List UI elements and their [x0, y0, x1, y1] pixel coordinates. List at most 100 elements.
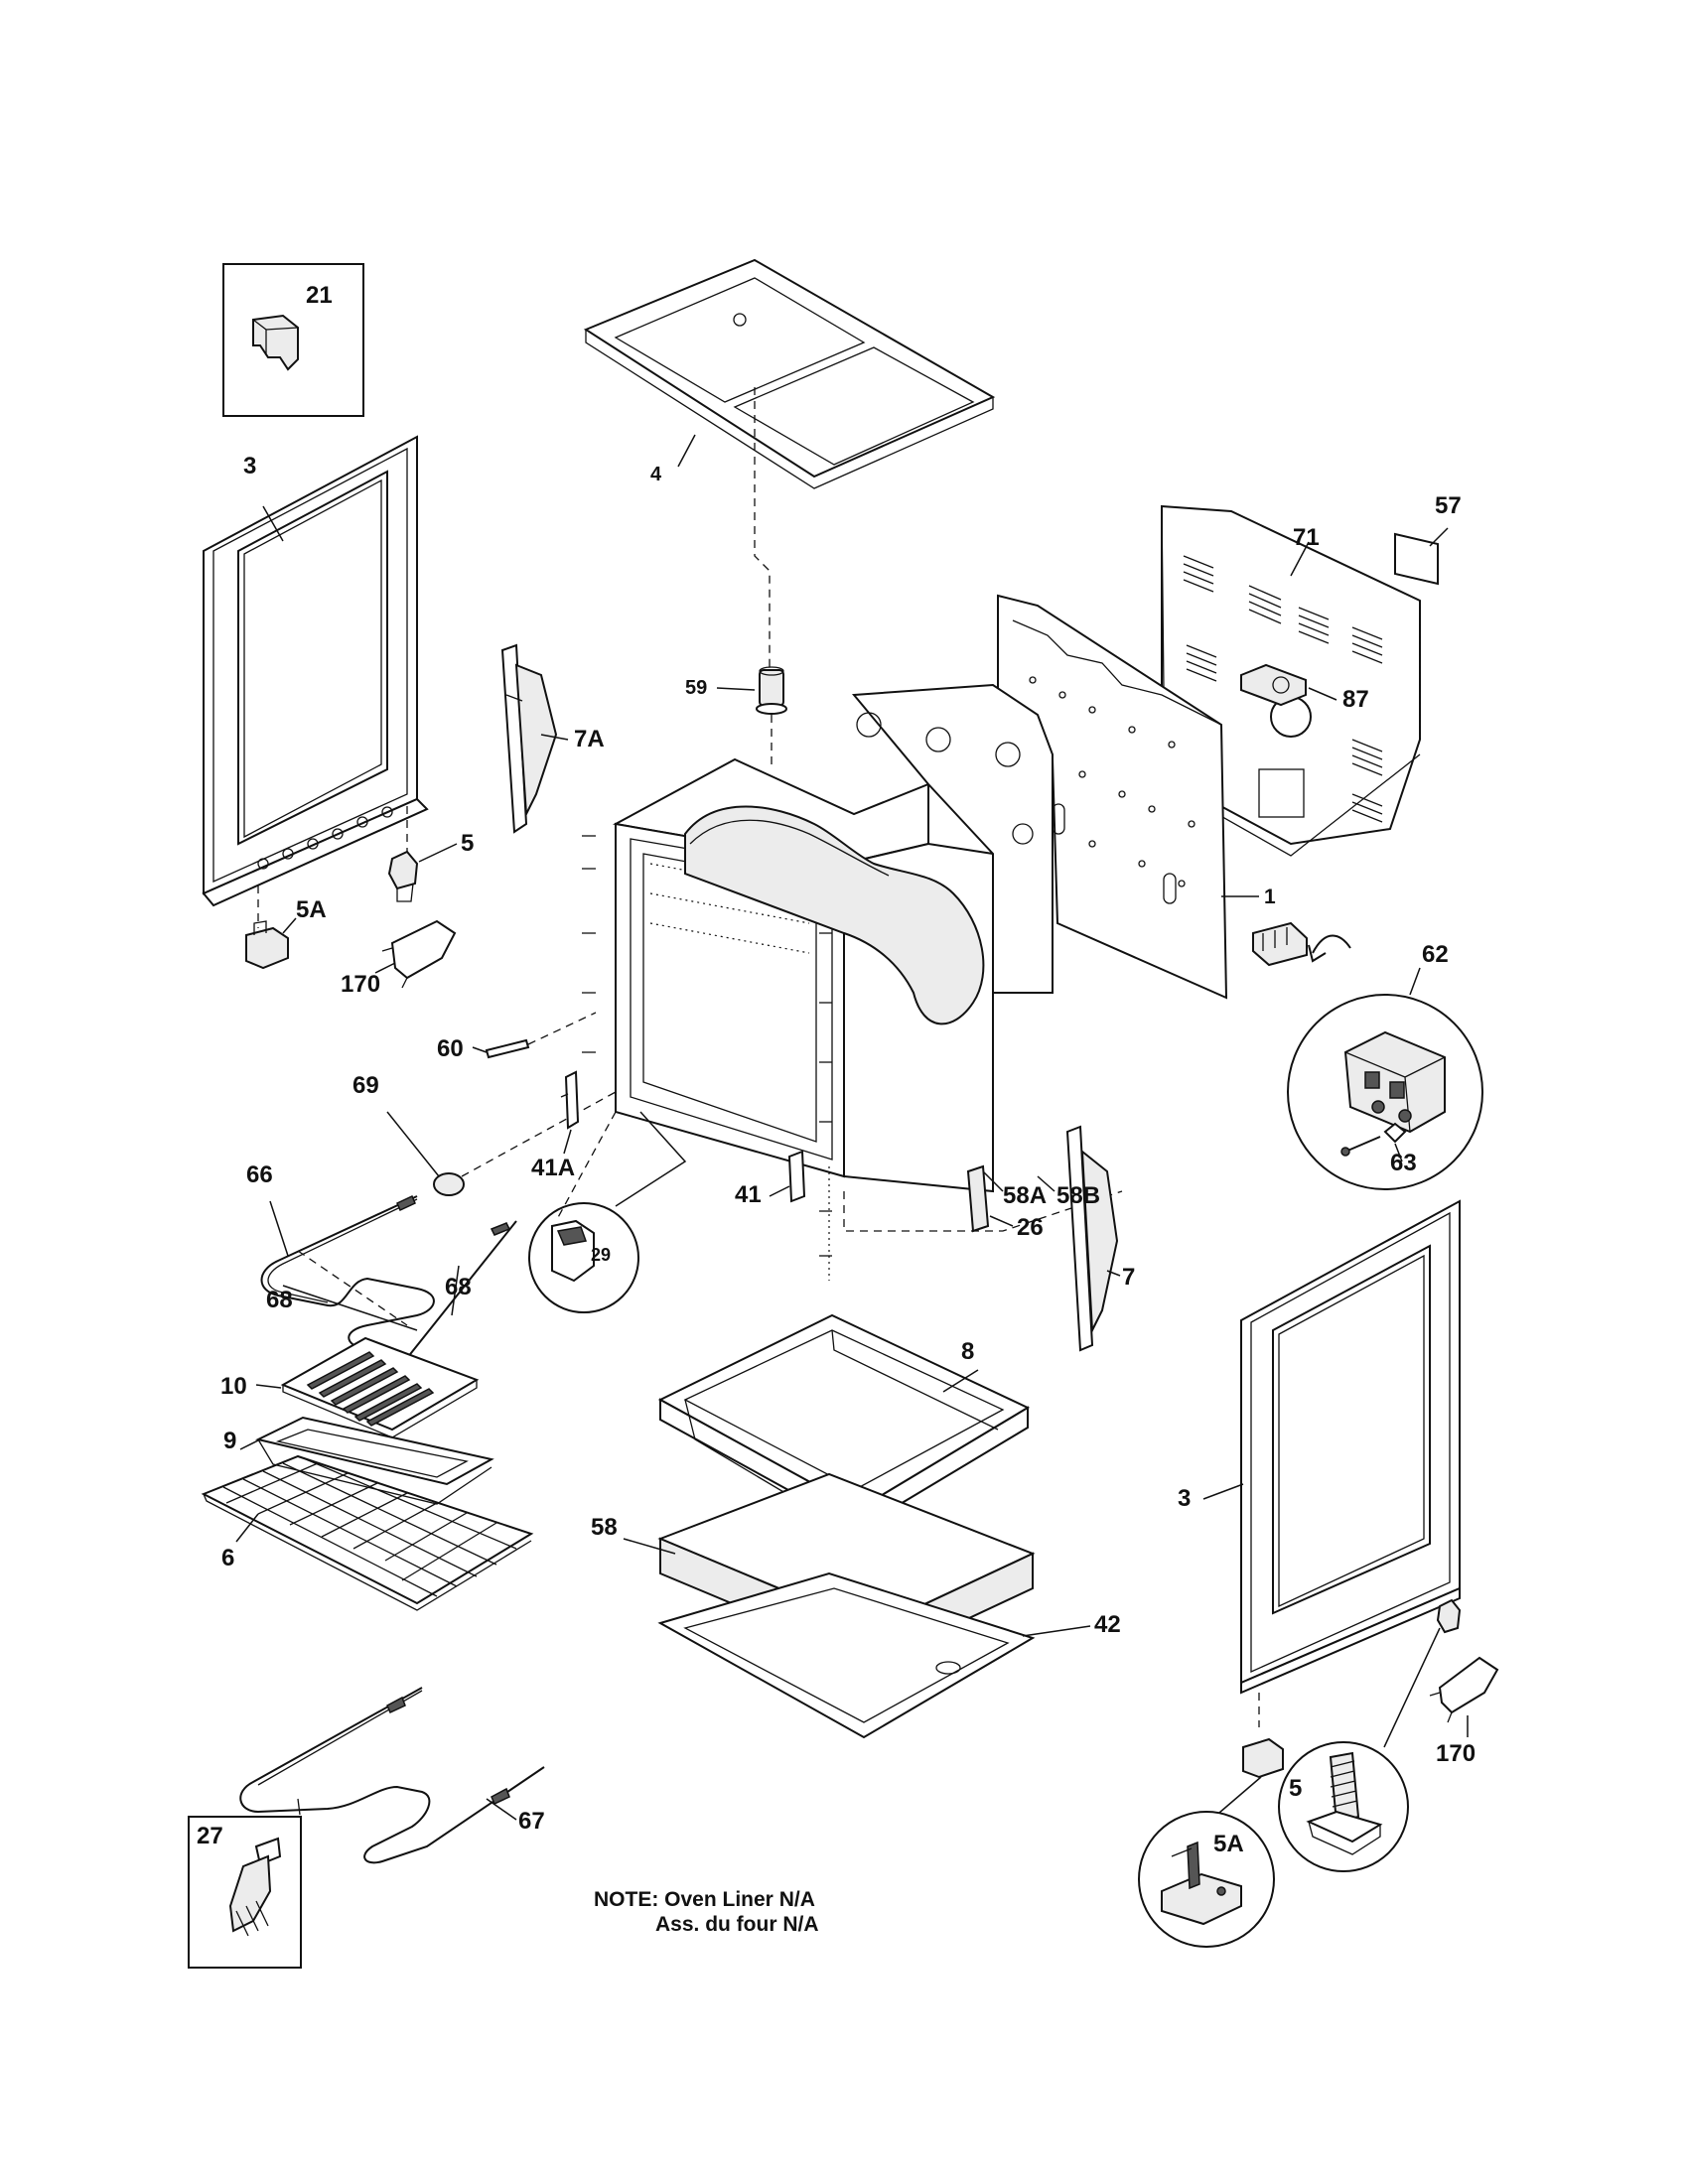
inset-5-leveler [1278, 1741, 1409, 1872]
part-label-3-right: 3 [1178, 1485, 1192, 1512]
part-label-87: 87 [1342, 686, 1369, 713]
leader-58b [1037, 1175, 1055, 1192]
part-label-42: 42 [1094, 1611, 1121, 1638]
part-label-71: 71 [1293, 524, 1320, 551]
leader-42 [1022, 1625, 1091, 1637]
leader-8 [942, 1369, 979, 1393]
part-57-label-plate [1394, 532, 1439, 586]
leader-71 [1290, 541, 1310, 577]
note-line-1: NOTE: Oven Liner N/A [594, 1888, 815, 1911]
leader-26 [989, 1215, 1014, 1227]
leader-6 [235, 1513, 259, 1543]
part-label-21: 21 [306, 282, 333, 309]
part-label-68-a: 68 [266, 1287, 293, 1313]
part-label-5A-right: 5A [1213, 1831, 1244, 1857]
terminal-block-small [1252, 921, 1351, 967]
part-26-bracket [966, 1164, 990, 1233]
leader-69 [386, 1111, 440, 1177]
leader-59 [716, 687, 756, 691]
leader-3-left [262, 505, 284, 542]
part-41a-bracket [560, 1070, 580, 1130]
part-label-58B: 58B [1056, 1182, 1101, 1209]
inset-5a-bracket [1138, 1811, 1275, 1948]
leader-5-right [1383, 1627, 1441, 1748]
dash-69 [461, 1091, 617, 1177]
leader-66 [269, 1200, 289, 1257]
part-label-5-right: 5 [1289, 1775, 1303, 1802]
leader-68-b [451, 1265, 460, 1316]
inset-62-terminal-block [1287, 994, 1483, 1190]
part-label-27: 27 [197, 1823, 223, 1849]
leader-60 [472, 1046, 488, 1053]
part-label-10: 10 [220, 1373, 247, 1400]
note-line-2: Ass. du four N/A [655, 1913, 819, 1936]
leader-5a-left [282, 917, 297, 934]
part-label-9: 9 [223, 1428, 237, 1454]
part-5a-right-bracket-small [1242, 1737, 1284, 1779]
part-label-69: 69 [352, 1072, 379, 1099]
part-5-left-leveler [387, 850, 419, 902]
part-5-right-leveler [1436, 1598, 1462, 1634]
part-7a-hinge [500, 643, 558, 834]
part-66-68-broil-element [260, 1194, 517, 1360]
leader-10 [255, 1384, 282, 1389]
part-3-right-door [1240, 1199, 1461, 1727]
part-label-8: 8 [961, 1338, 975, 1365]
part-170-left-clip [381, 919, 457, 989]
part-label-29: 29 [591, 1245, 612, 1265]
part-10-broil-grid [280, 1336, 480, 1438]
dash-4-59 [754, 387, 771, 685]
part-label-41: 41 [735, 1181, 762, 1208]
leader-5a-right [1218, 1776, 1262, 1814]
leader-68-a [282, 1285, 418, 1331]
leader-41 [769, 1185, 790, 1197]
leader-5-left [418, 843, 458, 863]
part-label-58: 58 [591, 1514, 618, 1541]
part-60-pin [485, 1038, 530, 1059]
part-label-1: 1 [1264, 886, 1276, 908]
part-5a-left-bracket [245, 920, 289, 970]
part-41-bracket [787, 1150, 806, 1203]
leader-58 [623, 1538, 676, 1555]
part-9-broil-pan [255, 1416, 494, 1505]
part-label-68-b: 68 [445, 1274, 472, 1300]
part-42-bottom-panel [657, 1571, 1036, 1739]
part-59-grommet [756, 666, 787, 715]
part-label-58A: 58A [1003, 1182, 1048, 1209]
part-label-5A-left: 5A [296, 896, 327, 923]
leader-9 [239, 1438, 261, 1450]
part-label-7: 7 [1122, 1264, 1136, 1291]
part-label-6: 6 [221, 1545, 235, 1571]
leader-4 [677, 434, 696, 468]
part-label-4: 4 [650, 464, 662, 485]
dash-60 [527, 1012, 597, 1045]
part-label-63: 63 [1390, 1150, 1417, 1176]
part-label-66: 66 [246, 1161, 273, 1188]
part-27-box [188, 1816, 302, 1969]
part-label-67: 67 [518, 1808, 545, 1835]
part-label-41A: 41A [531, 1155, 576, 1181]
part-label-60: 60 [437, 1035, 464, 1062]
leader-62 [1409, 967, 1421, 996]
leader-7 [1106, 1270, 1121, 1277]
cavity-screws [582, 835, 832, 1257]
part-21-box [222, 263, 364, 417]
part-label-26: 26 [1017, 1214, 1044, 1241]
part-3-left-door [202, 435, 429, 928]
part-label-170-left: 170 [341, 971, 381, 998]
leader-57 [1429, 527, 1449, 547]
leader-87 [1308, 687, 1337, 701]
part-label-59: 59 [685, 677, 708, 699]
leader-7a [540, 734, 569, 741]
part-69-lens [433, 1172, 465, 1196]
part-170-right-clip [1429, 1656, 1499, 1723]
part-4-top-panel [583, 258, 996, 489]
part-label-5-left: 5 [461, 830, 475, 857]
leader-3-right [1202, 1483, 1244, 1500]
part-label-57: 57 [1435, 492, 1462, 519]
leader-29 [615, 1111, 687, 1207]
leader-170-left [374, 962, 396, 974]
leader-63 [1394, 1143, 1403, 1162]
